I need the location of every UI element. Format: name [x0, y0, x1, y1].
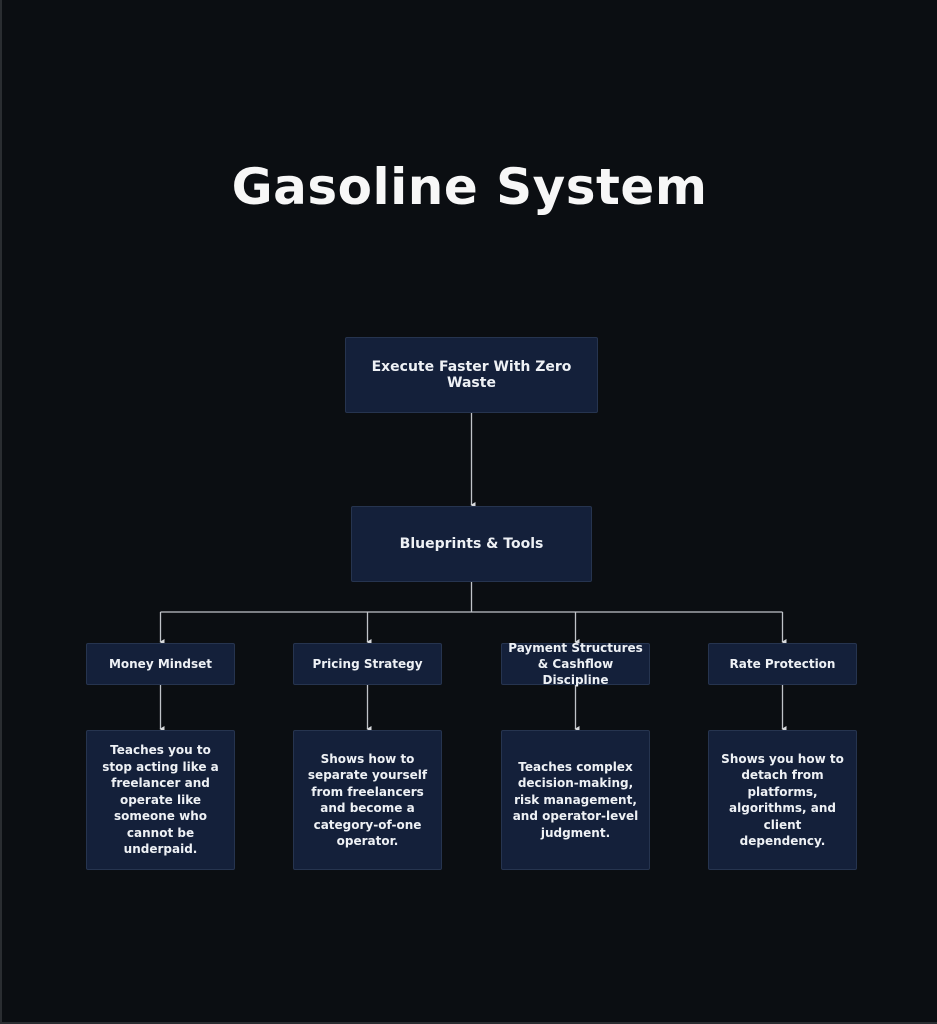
category-node-money-mindset: Money Mindset [86, 643, 235, 685]
description-node-payment-structures: Teaches complex decision-making, risk ma… [501, 730, 650, 870]
category-label: Money Mindset [108, 657, 213, 671]
diagram-title: Gasoline System [231, 158, 708, 216]
blueprints-node-label: Blueprints & Tools [399, 536, 544, 552]
description-text: Shows you how to detach from platforms, … [721, 751, 844, 849]
root-node: Execute Faster With Zero Waste [345, 337, 598, 413]
category-node-pricing-strategy: Pricing Strategy [293, 643, 442, 685]
description-text: Teaches complex decision-making, risk ma… [512, 759, 639, 840]
category-label: Rate Protection [729, 657, 836, 671]
category-node-payment-structures: Payment Structures & Cashflow Discipline [501, 641, 650, 687]
description-node-pricing-strategy: Shows how to separate yourself from free… [293, 730, 442, 870]
root-node-label: Execute Faster With Zero Waste [371, 359, 572, 391]
description-node-money-mindset: Teaches you to stop acting like a freela… [86, 730, 235, 870]
category-label: Payment Structures & Cashflow Discipline [508, 641, 643, 687]
category-node-rate-protection: Rate Protection [708, 643, 857, 685]
description-text: Teaches you to stop acting like a freela… [102, 743, 219, 857]
description-node-rate-protection: Shows you how to detach from platforms, … [708, 730, 857, 870]
category-label: Pricing Strategy [312, 657, 423, 671]
description-text: Shows how to separate yourself from free… [307, 751, 428, 849]
blueprints-node: Blueprints & Tools [351, 506, 592, 582]
